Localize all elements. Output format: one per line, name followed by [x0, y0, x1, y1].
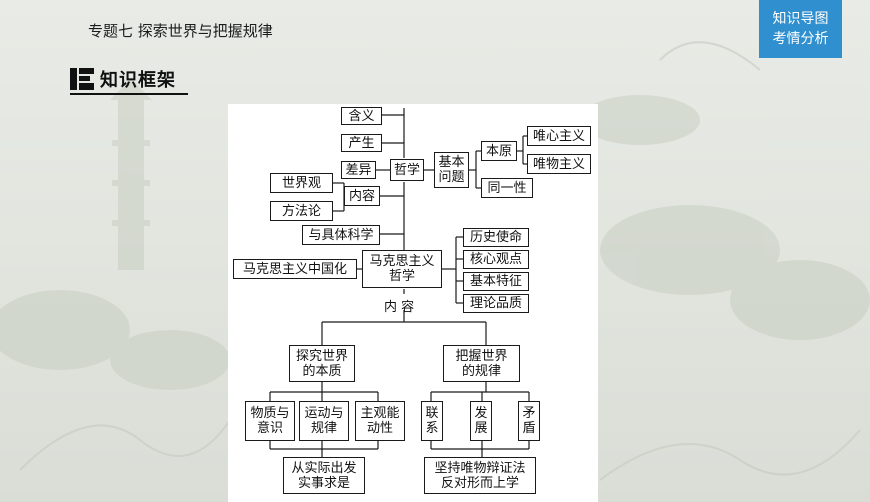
section-heading-icon — [70, 68, 94, 90]
node-jiben-wenti: 基本 问题 — [434, 152, 469, 188]
badge-line1: 知识导图 — [772, 11, 829, 27]
node-shijieguan: 世界观 — [270, 173, 333, 193]
node-jiben-tezheng: 基本特征 — [463, 272, 529, 291]
node-maodun: 矛 盾 — [518, 401, 540, 441]
node-weiwu: 唯物主义 — [527, 154, 591, 174]
page-title: 专题七 探索世界与把握规律 — [88, 22, 273, 40]
node-lianxi: 联 系 — [421, 401, 443, 441]
node-hexin-guandian: 核心观点 — [463, 250, 529, 269]
node-tongyixing: 同一性 — [481, 178, 533, 198]
node-hanyi: 含义 — [341, 107, 382, 125]
node-zhuguan-nengdongxing: 主观能 动性 — [355, 401, 405, 441]
node-lilun-pinzhi: 理论品质 — [463, 294, 529, 313]
node-benyuan: 本原 — [481, 141, 517, 161]
node-neirong: 内容 — [344, 186, 380, 206]
node-chayi: 差异 — [341, 161, 376, 179]
section-underline — [70, 93, 188, 95]
node-fangfalun: 方法论 — [270, 201, 333, 221]
node-yundong-guilv: 运动与 规律 — [299, 401, 349, 441]
badge-line2: 考情分析 — [772, 31, 829, 47]
label-neirong: 内 容 — [384, 300, 415, 315]
section-header: 知识框架 — [70, 66, 176, 92]
nav-badge[interactable]: 知识导图 考情分析 — [759, 0, 842, 58]
node-weixin: 唯心主义 — [527, 126, 591, 146]
node-chansheng: 产生 — [341, 134, 382, 152]
node-bawo-shijie: 把握世界 的规律 — [443, 345, 520, 382]
node-tanjiu-shijie: 探究世界 的本质 — [289, 345, 355, 382]
node-zhexue: 哲学 — [390, 159, 424, 181]
section-label: 知识框架 — [100, 70, 176, 91]
node-zhongguohua: 马克思主义中国化 — [233, 259, 357, 279]
node-makesi-zhexue: 马克思主义 哲学 — [362, 250, 442, 288]
node-shishi-qiushi: 从实际出发 实事求是 — [283, 457, 365, 494]
node-wuzhi-yishi: 物质与 意识 — [245, 401, 295, 441]
node-fazhan: 发 展 — [470, 401, 492, 441]
node-yu-juti-kexue: 与具体科学 — [302, 225, 380, 245]
node-jianchi-bianzhengfa: 坚持唯物辩证法 反对形而上学 — [424, 457, 536, 494]
node-lishi-shiming: 历史使命 — [463, 228, 529, 247]
